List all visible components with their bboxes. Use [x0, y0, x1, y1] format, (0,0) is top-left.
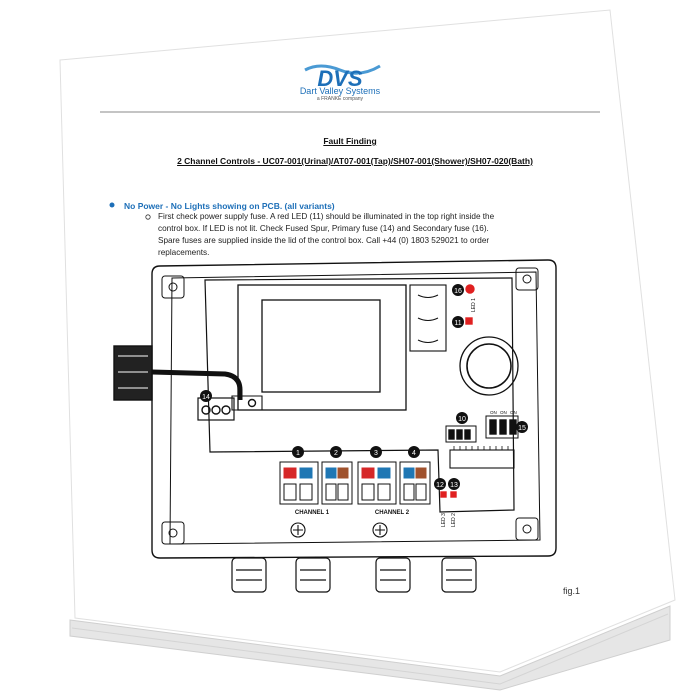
terminal-3-number: 3: [374, 450, 378, 457]
terminal-block-3: [357, 461, 397, 505]
document-title: Fault Finding: [323, 136, 377, 146]
terminal-block-2: [321, 461, 353, 505]
channel-2-label: CHANNEL 2: [375, 510, 410, 516]
enclosure-outer: [151, 259, 557, 559]
switch-on-label-1: ON: [490, 410, 497, 415]
dip-switch-block: [445, 425, 477, 443]
paragraph-line: Spare fuses are supplied inside the lid …: [158, 236, 490, 245]
callout-11-text: 11: [454, 320, 461, 327]
corner-screw: [161, 267, 539, 545]
led-1-label: LED 1: [471, 298, 477, 312]
buzzer-outer: [459, 336, 519, 396]
terminal-1-number: 1: [296, 450, 300, 457]
channel-1-label: CHANNEL 1: [295, 510, 330, 516]
callouts: 16 11 14 10 15 12 13 1 2 3 4: [200, 284, 528, 490]
led-2-indicator: [450, 491, 457, 498]
sub-bullet-dot: [145, 214, 151, 220]
callout-11-circle: [452, 316, 464, 328]
brand-tagline: a FRANKE company: [316, 96, 364, 102]
power-terminal: [197, 397, 235, 421]
page-sheet: [59, 9, 676, 673]
transformer-outer: [237, 284, 407, 411]
transformer-inner: [261, 299, 381, 393]
callout-13-circle: [448, 478, 460, 490]
callout-13-text: 13: [450, 482, 458, 489]
callout-16-text: 16: [454, 288, 462, 295]
fuse-holder: [409, 284, 447, 352]
callout-15-text: 15: [518, 425, 526, 432]
callout-12-text: 12: [436, 482, 444, 489]
bullet-dot: [109, 202, 115, 208]
callout-10-text: 10: [458, 416, 466, 423]
buzzer-inner: [466, 343, 512, 389]
bullet-heading: No Power - No Lights showing on PCB. (al…: [124, 201, 335, 211]
paragraph-line: control box. If LED is not lit. Check Fu…: [158, 224, 489, 233]
led-1-indicator: [465, 284, 475, 294]
terminal-4-number: 4: [412, 450, 416, 457]
page-stack-edge: [69, 605, 671, 691]
brand-name: Dart Valley Systems: [299, 86, 381, 96]
led-2-label: LED 2: [451, 513, 457, 527]
dvs-logo: DVS: [304, 64, 381, 91]
terminal-2-circle: [330, 446, 342, 458]
ic-chip: [449, 449, 515, 469]
enclosure-inner: [169, 271, 541, 545]
mount-screw: [290, 522, 388, 538]
callout-16-circle: [452, 284, 464, 296]
pcb-board: [204, 277, 515, 513]
callout-10-circle: [456, 412, 468, 424]
power-cable: [151, 369, 243, 400]
switch-on-label-2: ON: [500, 410, 507, 415]
terminal-block-1: [279, 461, 319, 505]
cable-gland-left: [113, 345, 153, 401]
callout-14-circle: [200, 390, 212, 402]
paragraph-line: First check power supply fuse. A red LED…: [158, 212, 495, 221]
terminal-1-circle: [292, 446, 304, 458]
bottom-cable-glands: [231, 557, 477, 593]
control-box-diagram: [113, 259, 557, 593]
callout-15-circle: [516, 421, 528, 433]
earth-clamp: [231, 395, 263, 411]
document-subtitle: 2 Channel Controls - UC07-001(Urinal)/AT…: [177, 156, 533, 166]
page-stack-edge-2: [71, 613, 669, 685]
led-3-indicator: [440, 491, 447, 498]
terminal-2-number: 2: [334, 450, 338, 457]
callout-14-text: 14: [202, 394, 210, 401]
terminal-4-circle: [408, 446, 420, 458]
led-11-indicator: [465, 317, 473, 325]
terminal-block-4: [399, 461, 431, 505]
figure-caption: fig.1: [563, 586, 581, 596]
callout-12-circle: [434, 478, 446, 490]
paragraph-line: replacements.: [158, 248, 210, 257]
led-3-label: LED 3: [441, 513, 447, 527]
logo-text: DVS: [317, 66, 363, 91]
switch-on-label-3: ON: [510, 410, 517, 415]
terminal-3-circle: [370, 446, 382, 458]
